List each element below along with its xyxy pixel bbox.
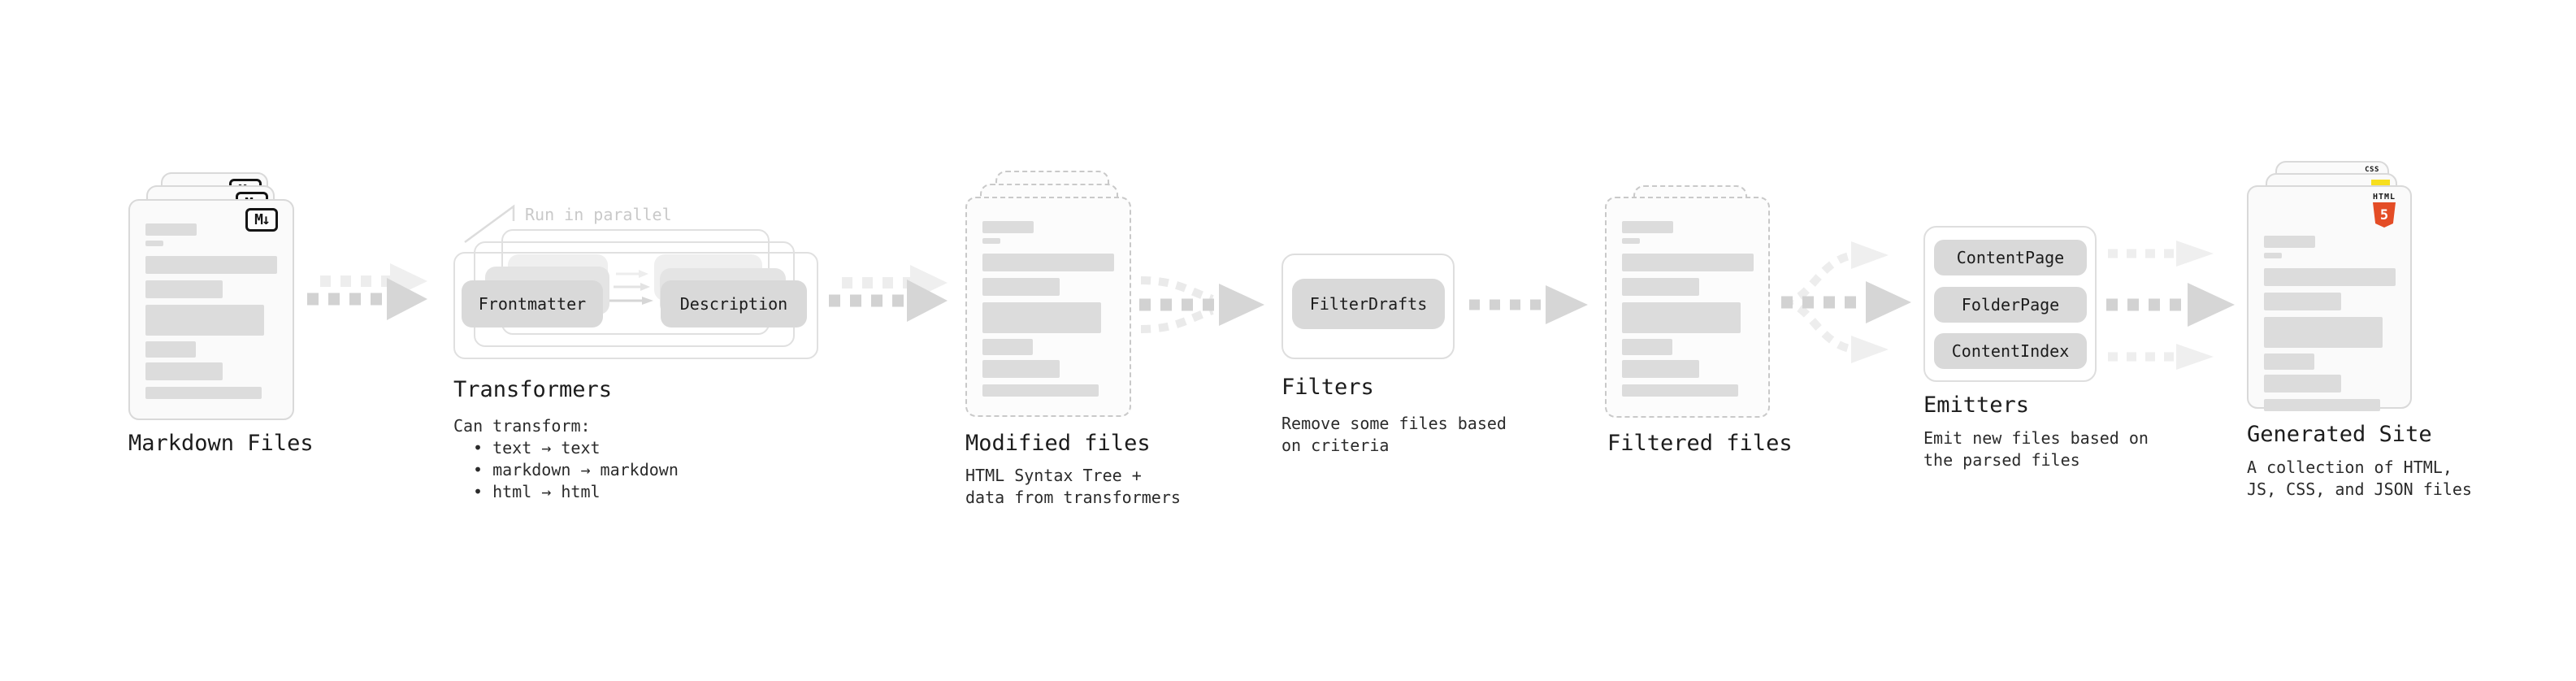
doc-line — [1622, 221, 1673, 233]
doc-line — [1622, 254, 1754, 271]
doc-line — [2264, 375, 2341, 393]
transformers-bullet: • text → text — [473, 438, 601, 458]
stage-label-emitters: Emitters — [1923, 393, 2030, 418]
doc-line — [1622, 278, 1699, 296]
doc-line — [982, 278, 1060, 296]
doc-line — [982, 360, 1060, 378]
filters-caption-1: Remove some files based — [1281, 414, 1507, 433]
file-card-front: M↓ — [128, 199, 294, 420]
transformers-caption-title: Can transform: — [453, 416, 591, 436]
split-arrow-icon — [1781, 241, 1911, 363]
doc-lines — [2264, 236, 2396, 411]
doc-line — [982, 238, 1000, 244]
doc-lines — [145, 223, 279, 399]
run-in-parallel-note: Run in parallel — [525, 205, 672, 224]
doc-line — [982, 339, 1033, 355]
html5-shield: 5 — [2373, 202, 2396, 228]
doc-line — [145, 362, 223, 380]
doc-line — [145, 387, 262, 399]
doc-line — [1622, 302, 1741, 333]
filter-pill-filterdrafts: FilterDrafts — [1292, 279, 1445, 329]
transformer-pill-description: Description — [661, 280, 807, 327]
file-card-front — [1605, 197, 1770, 418]
doc-line — [2264, 354, 2314, 370]
doc-line — [982, 221, 1034, 233]
doc-line — [2264, 399, 2380, 411]
flow-arrow-icon — [829, 265, 948, 322]
doc-line — [2264, 253, 2282, 258]
doc-line — [145, 305, 264, 336]
doc-line — [1622, 384, 1738, 397]
css-icon-text: CSS — [2365, 166, 2379, 174]
doc-line — [145, 341, 196, 358]
doc-line — [145, 241, 163, 246]
stage-label-modified-files: Modified files — [965, 431, 1151, 456]
transformer-pill-frontmatter: Frontmatter — [462, 280, 603, 327]
callout-line-icon — [464, 204, 515, 244]
doc-line — [145, 223, 197, 236]
emitters-caption-1: Emit new files based on — [1923, 428, 2149, 448]
html5-number: 5 — [2379, 206, 2389, 223]
file-card-front — [965, 197, 1131, 417]
transformers-bullet: • markdown → markdown — [473, 460, 679, 479]
stage-label-generated-site: Generated Site — [2247, 422, 2432, 447]
doc-lines — [982, 221, 1116, 397]
triple-arrow-icon — [2106, 241, 2235, 370]
transformer-layer-front — [453, 252, 818, 359]
html5-icon-text: HTML — [2372, 193, 2396, 202]
html5-icon: HTML 5 — [2365, 193, 2404, 228]
doc-line — [982, 302, 1101, 333]
flow-arrow-icon — [1469, 285, 1588, 324]
modified-files-caption-2: data from transformers — [965, 488, 1181, 507]
doc-lines — [1622, 221, 1754, 397]
merge-arrow-icon — [1139, 276, 1264, 333]
doc-line — [1622, 360, 1699, 378]
doc-line — [982, 384, 1099, 397]
stage-label-transformers: Transformers — [453, 377, 613, 402]
doc-line — [2264, 293, 2341, 310]
doc-line — [982, 254, 1114, 271]
modified-files-caption-1: HTML Syntax Tree + — [965, 466, 1142, 485]
doc-line — [1622, 238, 1640, 244]
emitters-panel: ContentPage FolderPage ContentIndex — [1923, 226, 2097, 382]
emitter-pill-contentindex: ContentIndex — [1934, 333, 2087, 369]
generated-site-caption-1: A collection of HTML, — [2247, 458, 2452, 477]
doc-line — [2264, 317, 2383, 348]
markdown-icon: M↓ — [245, 208, 278, 232]
doc-line — [145, 256, 277, 274]
doc-line — [2264, 268, 2396, 286]
mini-arrows-icon — [609, 270, 653, 305]
doc-line — [145, 280, 223, 298]
stage-label-filters: Filters — [1281, 375, 1374, 400]
filters-caption-2: on criteria — [1281, 436, 1390, 455]
stage-label-markdown-files: Markdown Files — [128, 431, 314, 456]
doc-line — [2264, 236, 2315, 248]
transformers-bullet: • html → html — [473, 482, 601, 501]
flow-arrow-icon — [307, 263, 427, 320]
stage-label-filtered-files: Filtered files — [1607, 431, 1793, 456]
filters-panel: FilterDrafts — [1281, 254, 1455, 359]
emitter-pill-folderpage: FolderPage — [1934, 287, 2087, 323]
emitters-caption-2: the parsed files — [1923, 450, 2080, 470]
emitter-pill-contentpage: ContentPage — [1934, 240, 2087, 275]
doc-line — [1622, 339, 1672, 355]
file-card-html: HTML 5 — [2247, 185, 2412, 411]
generated-site-caption-2: JS, CSS, and JSON files — [2247, 479, 2472, 499]
